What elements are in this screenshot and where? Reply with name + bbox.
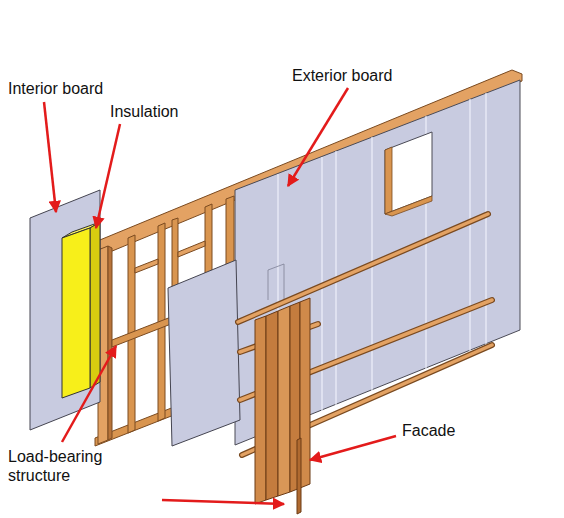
part-label: Interior board: [8, 79, 148, 98]
part-label: Load-bearing structure: [8, 447, 120, 485]
part-label: Facade: [402, 421, 502, 440]
insulation-block: [62, 222, 100, 398]
facade-planks: [255, 298, 310, 514]
part-label: Exterior board: [292, 66, 442, 85]
part-label: Insulation: [110, 102, 220, 121]
leader-arrows: [44, 88, 396, 504]
exterior-board-sheet: [168, 260, 240, 446]
